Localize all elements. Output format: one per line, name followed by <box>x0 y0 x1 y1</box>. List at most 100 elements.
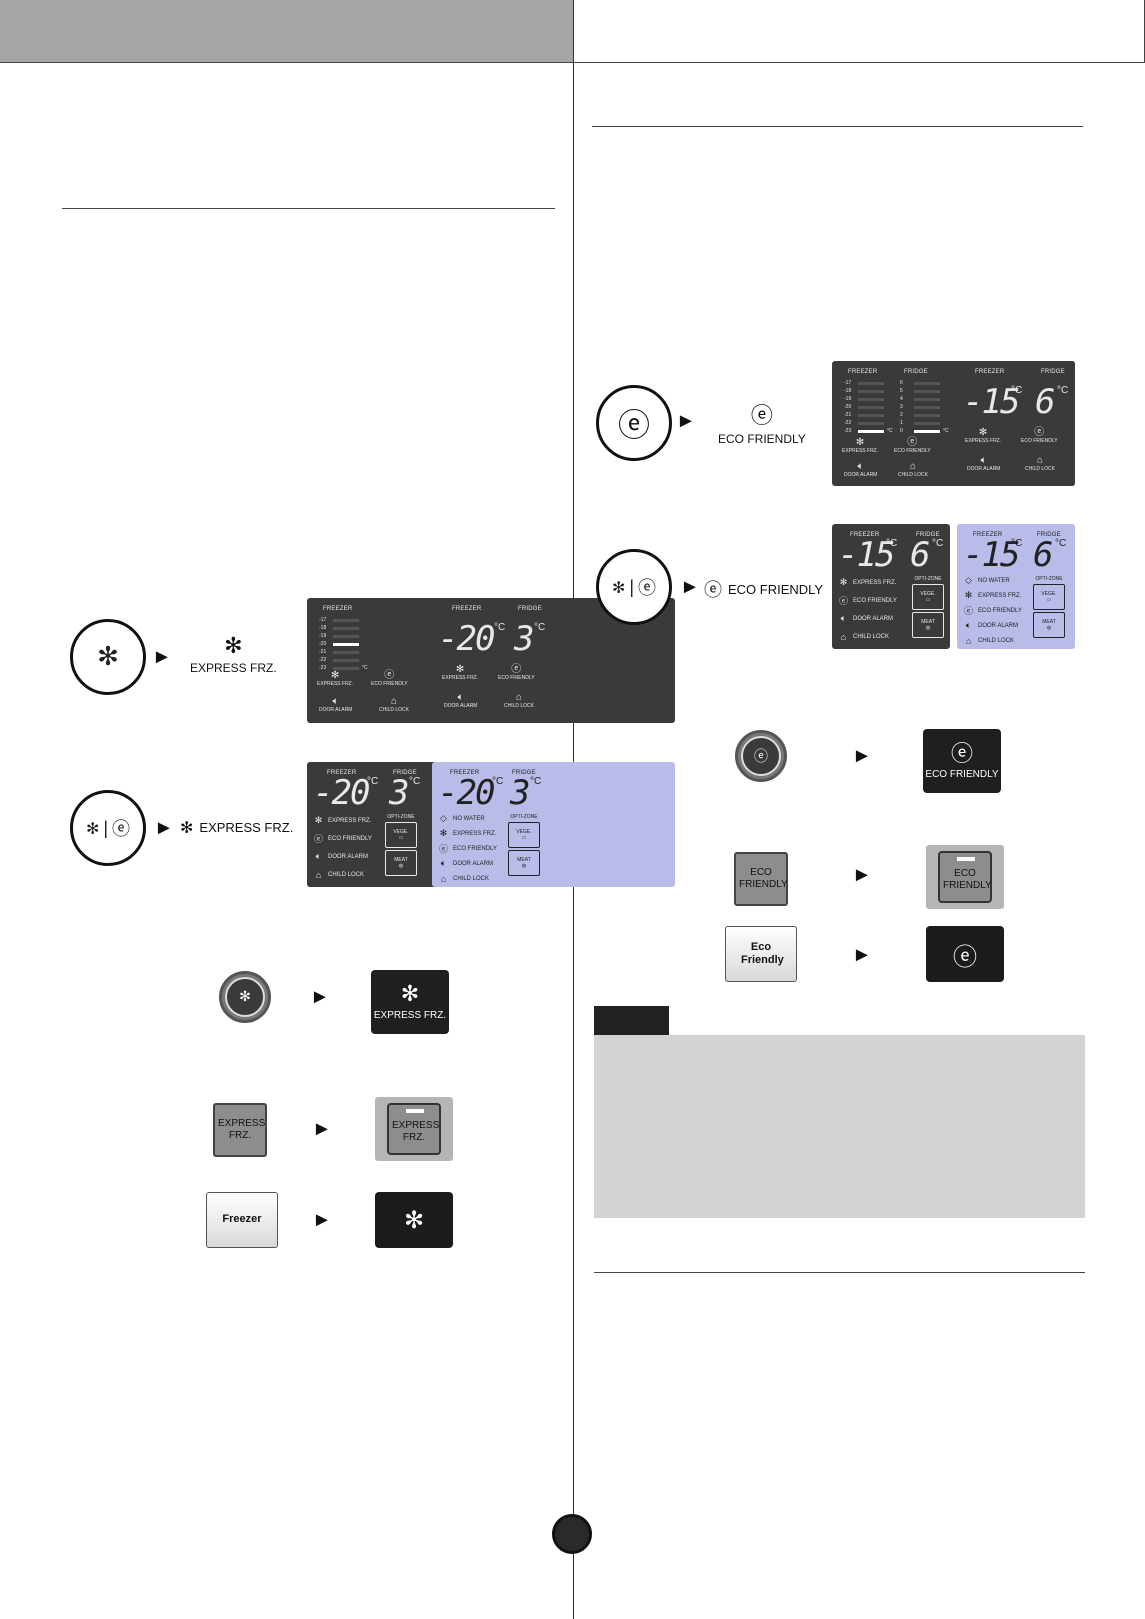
lock-icon: ⌂ <box>1036 455 1044 466</box>
snowflake-icon: ✻ <box>239 989 251 1005</box>
child-lock-indicator: ⌂CHILD LOCK <box>504 692 535 709</box>
snowflake-icon: ✻ <box>400 981 420 1007</box>
arrow-icon: ► <box>310 986 330 1008</box>
eco-leaf-icon: ⓔ <box>112 819 131 840</box>
lock-icon: ⌂ <box>840 631 847 642</box>
display-panel-list-blue: FREEZER FRIDGE -15 °C 6 °C ◇NO WATER ✻EX… <box>957 524 1075 649</box>
eco-round-button[interactable]: ⓔ <box>596 385 672 461</box>
meat-icon: ◍ <box>398 863 404 869</box>
scale-bar <box>333 642 359 646</box>
scale-row: -18 <box>844 387 896 395</box>
snowflake-icon: ✻ <box>97 642 119 672</box>
led-indicator <box>957 857 975 861</box>
eco-leaf-icon: ⓔ <box>617 406 650 444</box>
display-panel-digits: FREEZER FRIDGE -15 °C 6 °C ✻EXPRESS FRZ.… <box>957 361 1075 486</box>
door-alarm-indicator: 🔈︎DOOR ALARM <box>319 696 353 713</box>
child-lock-indicator: ⌂CHILD LOCK <box>379 696 410 713</box>
scale-row: -23°C <box>844 428 893 434</box>
scale-bar <box>333 618 359 622</box>
scale-bar <box>333 634 359 638</box>
express-eco-combo-button[interactable]: ✻ | ⓔ <box>596 549 672 625</box>
freezer-button[interactable]: Freezer <box>206 1192 278 1248</box>
eco-leaf-icon: ⓔ <box>950 740 973 766</box>
header-bar-right <box>574 0 1145 63</box>
scale-bar <box>333 626 359 630</box>
freezer-temp: -15 <box>963 535 1020 575</box>
section-rule-right-top <box>592 126 1083 127</box>
eco-leaf-icon: ⓔ <box>438 844 448 854</box>
meat-icon: ◍ <box>521 863 527 869</box>
vegetable-icon: ▭ <box>521 835 527 841</box>
snowflake-icon: ✻ <box>330 670 340 681</box>
scale-bar <box>914 421 940 425</box>
eco-friendly-key-button[interactable]: ECO FRIENDLY <box>734 852 788 906</box>
opti-zone: OPTI-ZONE VEGE.▭ MEAT◍ <box>1033 576 1065 638</box>
scale-bar <box>914 413 940 417</box>
arrow-icon: ► <box>852 944 872 966</box>
eco-friendly-key-lit: ECO FRIENDLY <box>926 845 1004 909</box>
fridge-temp: 3 <box>514 619 535 659</box>
speaker-icon: 🔈︎ <box>980 455 987 466</box>
snowflake-icon: ✻ <box>855 437 865 448</box>
scale-row: 2 <box>900 411 952 419</box>
express-eco-combo-button[interactable]: ✻ | ⓔ <box>70 790 146 866</box>
scale-row: -18 <box>319 624 371 632</box>
eco-leaf-icon: ⓔ <box>907 437 918 448</box>
scale-row: 0°C <box>900 428 949 434</box>
eco-touch-button[interactable]: ⓔ <box>735 730 787 782</box>
arrow-icon: ► <box>312 1118 332 1140</box>
express-frz-touch-button[interactable]: ✻ <box>219 971 271 1023</box>
freezer-temp: -20 <box>313 773 370 813</box>
opti-zone: OPTI-ZONE VEGE.▭ MEAT◍ <box>508 814 540 876</box>
eco-leaf-icon: ⓔ <box>750 404 773 429</box>
eco-leaf-icon: ⓔ <box>953 943 977 971</box>
scale-row: -22 <box>844 419 896 427</box>
scale-row: 3 <box>900 403 952 411</box>
opti-zone: OPTI-ZONE VEGE.▭ MEAT◍ <box>912 576 944 638</box>
snowflake-icon: ✻ <box>439 828 448 838</box>
scale-bar <box>858 381 884 385</box>
header-bar-left <box>0 0 573 63</box>
speaker-icon: 🔈︎ <box>457 692 464 703</box>
snowflake-icon: ✻ <box>978 427 988 438</box>
note-box <box>594 1035 1085 1218</box>
scale-bar <box>858 397 884 401</box>
lock-icon: ⌂ <box>965 635 972 646</box>
eco-friendly-button[interactable]: Eco Friendly <box>725 926 797 982</box>
express-frz-round-button[interactable]: ✻ <box>70 619 146 695</box>
led-indicator <box>406 1109 424 1113</box>
express-frz-indicator: ✻EXPRESS FRZ. <box>842 437 879 454</box>
scale-bar <box>914 405 940 409</box>
freezer-temp: -15 <box>963 382 1020 422</box>
speaker-icon: 🔈︎ <box>965 620 972 630</box>
freezer-temp: -20 <box>438 619 495 659</box>
arrow-icon: ► <box>852 864 872 886</box>
scale-row: -19 <box>844 395 896 403</box>
meat-icon: ◍ <box>925 625 931 631</box>
door-alarm-indicator: 🔈︎DOOR ALARM <box>967 455 1001 472</box>
express-frz-text: EXPRESS FRZ. <box>190 661 277 675</box>
door-alarm-indicator: 🔈︎DOOR ALARM <box>844 461 878 478</box>
express-frz-key-button[interactable]: EXPRESS FRZ. <box>213 1103 267 1157</box>
scale-row: 6 <box>900 379 952 387</box>
scale-row: 4 <box>900 395 952 403</box>
eco-leaf-icon: ⓔ <box>1034 427 1045 438</box>
scale-bar <box>858 389 884 393</box>
display-panel-list-blue: FREEZER FRIDGE -20 °C 3 °C ◇NO WATER ✻EX… <box>432 762 675 887</box>
arrow-icon: ► <box>154 817 174 839</box>
page-number-dot <box>552 1514 592 1554</box>
eco-friendly-lit-display: ⓔ ECO FRIENDLY <box>923 729 1001 793</box>
scale-row: 5 <box>900 387 952 395</box>
express-frz-lit-display: ✻ EXPRESS FRZ. <box>371 970 449 1034</box>
snowflake-icon: ✻ <box>180 818 194 837</box>
door-alarm-indicator: 🔈︎DOOR ALARM <box>444 692 478 709</box>
vegetable-icon: ▭ <box>398 835 404 841</box>
eco-friendly-button-lit: ⓔ <box>926 926 1004 982</box>
no-water-icon: ◇ <box>440 813 447 823</box>
express-frz-key-lit: EXPRESS FRZ. <box>375 1097 453 1161</box>
fridge-temp: 3 <box>389 773 410 813</box>
